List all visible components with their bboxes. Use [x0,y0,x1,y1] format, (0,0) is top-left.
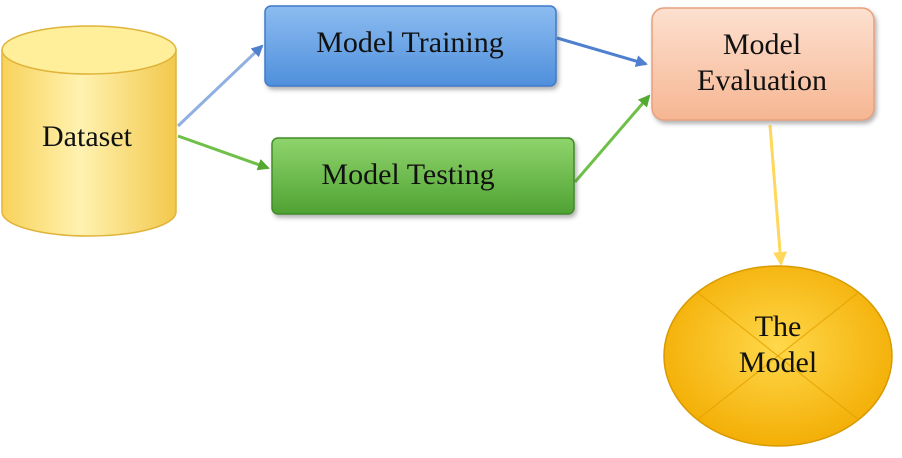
edge-evaluation-model [768,124,788,266]
the-model-label-line2: Model [739,346,817,379]
model-testing-node: Model Testing [271,137,575,215]
model-evaluation-label-line2: Evaluation [697,64,827,97]
edge-dataset-training [176,44,264,128]
the-model-label-line1: The [755,310,802,343]
edges [176,36,788,266]
model-training-box [264,5,557,87]
model-training-label: Model Training [316,26,504,59]
edge-testing-evaluation [573,94,651,183]
model-testing-label: Model Testing [321,158,494,191]
model-testing-box [271,137,575,215]
model-training-node: Model Training [264,5,557,87]
model-evaluation-node: Model Evaluation [651,7,875,121]
the-model-divider-b [696,291,860,421]
dataset-cylinder-top [1,25,177,75]
dataset-node: Dataset [1,25,177,237]
the-model-node: The Model [663,265,893,447]
model-evaluation-label-line1: Model [723,28,801,61]
edge-training-evaluation [556,36,648,67]
edge-dataset-testing [177,134,270,171]
model-evaluation-box [651,7,875,121]
dataset-cylinder-body [1,49,177,237]
dataset-label: Dataset [42,120,133,153]
